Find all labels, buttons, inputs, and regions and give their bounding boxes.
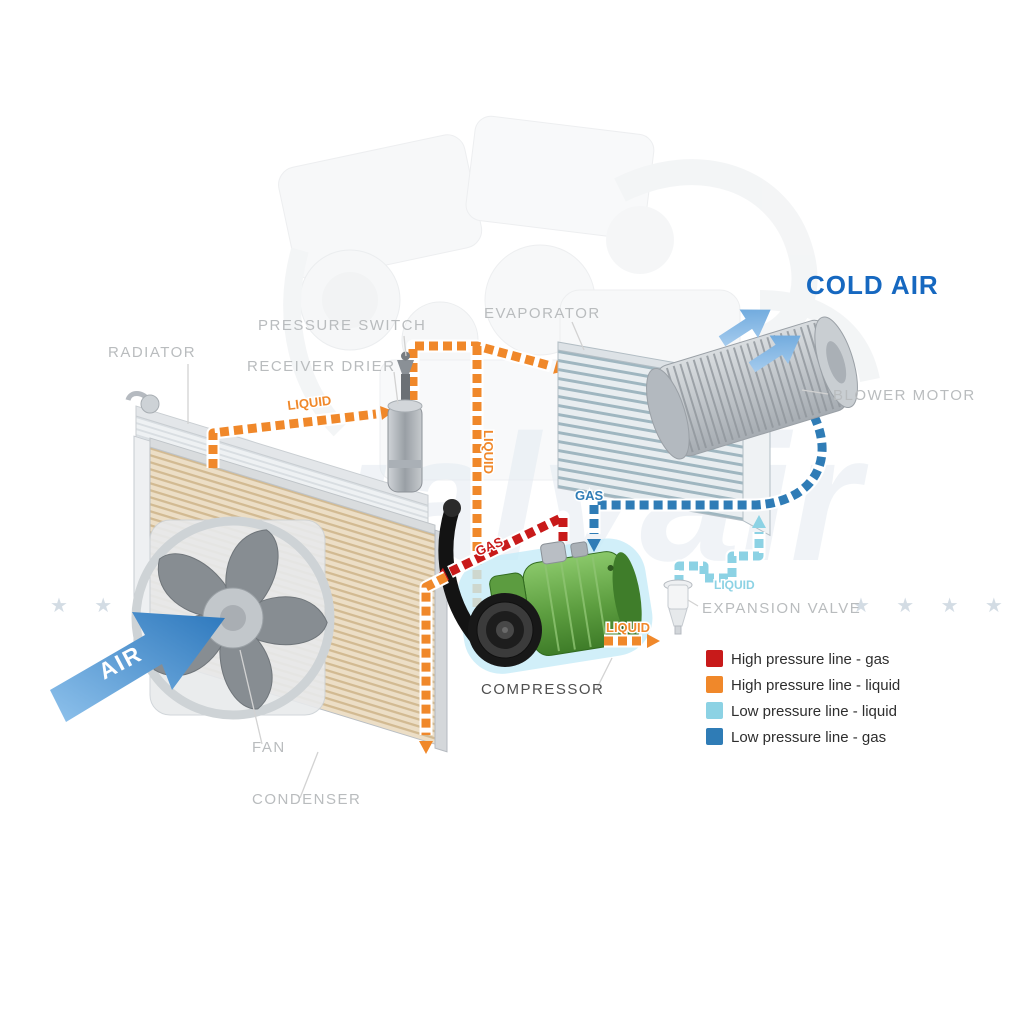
legend-label-low-liquid: Low pressure line - liquid: [731, 703, 897, 720]
radiator-label: RADIATOR: [108, 344, 196, 361]
compressor-fitting-2: [570, 541, 589, 558]
pressure-switch-stem: [401, 374, 410, 402]
legend-label-high-liquid: High pressure line - liquid: [731, 677, 900, 694]
legend-item-high-gas: High pressure line - gas: [706, 650, 889, 668]
blower-grille: [658, 321, 846, 455]
compressor-pulley: [468, 593, 542, 667]
legend-swatch-low-liquid: [706, 702, 723, 719]
air-arrow-shape: [50, 612, 225, 722]
belt-idler: [443, 499, 461, 517]
flow-label-liquid-low: LIQUID: [714, 578, 755, 592]
legend-swatch-high-liquid: [706, 676, 723, 693]
legend-swatch-high-gas: [706, 650, 723, 667]
arrow-liquid-to-valve: [647, 634, 660, 648]
evaporator-leader: [571, 321, 585, 351]
flow-label-liquid-down: LIQUID: [481, 430, 496, 474]
condenser-leader: [299, 751, 319, 799]
blower-motor: [646, 316, 858, 460]
compressor: [438, 499, 653, 674]
fan-hub-cap: [220, 605, 246, 631]
pipe-low-pressure-liquid: [672, 515, 766, 585]
valve-body: [667, 584, 689, 610]
receiver-drier-label: RECEIVER DRIER: [247, 358, 396, 375]
evaporator-label: EVAPORATOR: [484, 305, 601, 322]
drier-band: [388, 460, 422, 468]
receiver-drier: [387, 351, 423, 493]
legend-item-high-liquid: High pressure line - liquid: [706, 676, 900, 694]
fan-label: FAN: [252, 739, 286, 756]
drier-cap: [387, 399, 423, 413]
blower-motor-leader: [801, 389, 829, 395]
legend-label-high-gas: High pressure line - gas: [731, 651, 889, 668]
legend-swatch-low-gas: [706, 728, 723, 745]
compressor-leader: [595, 657, 613, 691]
pipe-condenser-outlet: [419, 571, 449, 754]
receiver-drier-leader: [393, 371, 399, 405]
valve-cone: [668, 608, 688, 627]
pipe-high-pressure-gas: [431, 510, 570, 586]
condenser-label: CONDENSER: [252, 791, 361, 808]
fan-leader: [239, 649, 263, 745]
legend: High pressure line - gas High pressure l…: [706, 650, 900, 746]
leader-lines: [187, 321, 829, 799]
radiator-cap: [140, 394, 160, 414]
pipe-low-pressure-gas: [594, 413, 829, 512]
flow-label-liquid-to-valve: LIQUID: [606, 620, 650, 635]
compressor-label: COMPRESSOR: [481, 681, 604, 698]
legend-label-low-gas: Low pressure line - gas: [731, 729, 886, 746]
condenser-top-rail: [149, 437, 436, 535]
blower-inlet: [646, 368, 690, 460]
compressor-fitting-1: [540, 541, 567, 565]
blower-motor-label: BLOWER MOTOR: [833, 387, 976, 404]
arrow-condenser-outlet: [419, 741, 433, 754]
flow-label-gas-low: GAS: [575, 488, 604, 503]
legend-item-low-liquid: Low pressure line - liquid: [706, 702, 897, 720]
expansion-valve: [663, 579, 693, 635]
legend-item-low-gas: Low pressure line - gas: [706, 728, 886, 746]
expansion-valve-label: EXPANSION VALVE: [702, 600, 861, 617]
pressure-switch-leader: [403, 335, 407, 357]
pipe-gas-to-compressor: [587, 505, 601, 552]
component-labels: RADIATOR PRESSURE SWITCH RECEIVER DRIER …: [108, 270, 976, 808]
pipe-liquid-to-valve: [604, 634, 660, 648]
cold-air-label: COLD AIR: [806, 270, 939, 300]
pressure-switch-body: [397, 360, 414, 374]
blower-end-hub: [826, 341, 847, 384]
valve-outlet: [674, 625, 682, 635]
watermark-stars-right: ★ ★ ★ ★: [852, 593, 1013, 617]
pressure-switch-label: PRESSURE SWITCH: [258, 317, 426, 334]
expansion-valve-leader: [687, 599, 699, 607]
compressor-end-cap: [612, 552, 642, 640]
flow-label-liquid-to-drier: LIQUID: [287, 393, 333, 413]
drier-body: [387, 403, 423, 493]
